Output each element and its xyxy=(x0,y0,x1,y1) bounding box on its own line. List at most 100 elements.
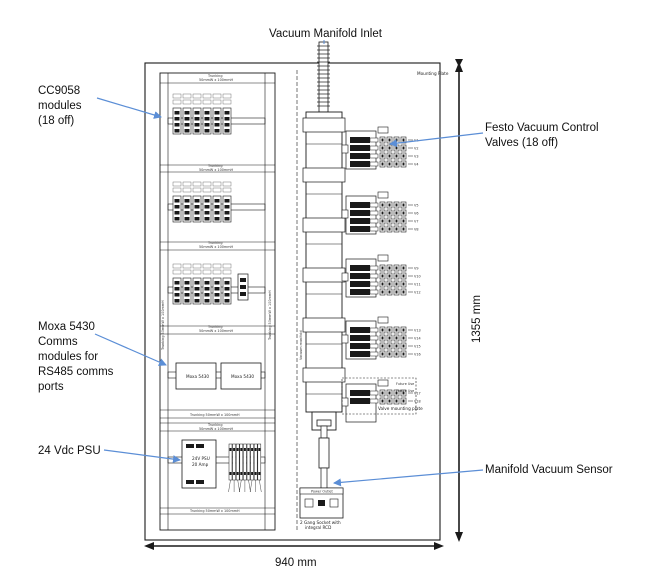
valve-id-label: V8 xyxy=(414,228,418,232)
festo-valve: V5 xyxy=(350,201,418,209)
svg-text:Valve mounting plate: Valve mounting plate xyxy=(378,406,423,411)
moxa-label: Moxa 5430 Comms modules for RS485 comms … xyxy=(38,321,114,393)
svg-text:Trunking: Trunking xyxy=(207,164,222,168)
svg-text:Trunking: Trunking xyxy=(207,241,222,245)
width-dimension-label: 940 mm xyxy=(275,557,317,569)
svg-text:50mmW x 100mmH: 50mmW x 100mmH xyxy=(199,329,234,333)
festo-valve: V17 xyxy=(350,389,421,397)
svg-text:RS485 comms: RS485 comms xyxy=(38,366,114,378)
festo-valve: V9 xyxy=(350,264,418,272)
svg-text:Future Use: Future Use xyxy=(396,382,414,386)
valve-id-label: V13 xyxy=(414,329,421,333)
terminal-block xyxy=(249,443,254,493)
valve-id-label: V12 xyxy=(414,291,421,295)
festo-valve: V16 xyxy=(350,350,421,358)
cc9058-module xyxy=(192,181,202,223)
valve-id-label: V2 xyxy=(414,147,418,151)
svg-text:Trunking 50mmW x 100mmH: Trunking 50mmW x 100mmH xyxy=(268,290,272,341)
terminal-block xyxy=(228,443,233,493)
festo-valve: V7 xyxy=(350,217,418,225)
terminal-block xyxy=(257,443,262,493)
svg-text:Moxa 5430: Moxa 5430 xyxy=(38,321,95,333)
trunking-labels: Trunking 50mmW x 100mmH Trunking 50mmW x… xyxy=(161,74,272,513)
height-dimension-label: 1355 mm xyxy=(471,295,483,343)
cc9058-module xyxy=(182,181,192,223)
svg-text:50mmW x 100mmH: 50mmW x 100mmH xyxy=(199,427,234,431)
festo-valve: V10 xyxy=(350,272,421,280)
valve-id-label: V11 xyxy=(414,283,421,287)
valve-mounting-plate: Valve mounting plate Future Use Future U… xyxy=(341,377,423,415)
cc9058-module xyxy=(192,263,202,305)
svg-text:2 Gang Socket with: 2 Gang Socket with xyxy=(300,520,341,525)
cc9058-module xyxy=(202,263,212,305)
manifold-section xyxy=(302,217,346,233)
manifold-sensor-label: Manifold Vacuum Sensor xyxy=(485,464,613,476)
terminal-blocks xyxy=(228,443,262,493)
manifold-section xyxy=(302,317,346,333)
svg-text:Valves (18 off): Valves (18 off) xyxy=(485,137,558,149)
terminal-block xyxy=(243,443,247,492)
cc9058-module xyxy=(222,93,232,135)
svg-text:Trunking: Trunking xyxy=(207,74,222,78)
valve-id-label: V10 xyxy=(414,275,421,279)
valve-bank: V1V2V3V4 xyxy=(341,126,418,170)
moxa-arrow xyxy=(94,333,167,366)
cc9058-module xyxy=(212,93,222,135)
festo-valve: V13 xyxy=(350,326,421,334)
vacuum-manifold-inlet-label: Vacuum Manifold Inlet xyxy=(269,28,383,40)
festo-valve: V4 xyxy=(350,160,418,168)
terminal-block xyxy=(232,443,236,492)
manifold-section xyxy=(302,367,346,383)
festo-valve: V8 xyxy=(350,225,418,233)
cc9058-label: CC9058 modules (18 off) xyxy=(38,85,82,127)
valve-id-label: V16 xyxy=(414,353,421,357)
festo-valve: V3 xyxy=(350,152,418,160)
festo-arrow xyxy=(389,132,484,148)
svg-text:(18 off): (18 off) xyxy=(38,115,74,127)
festo-valve: V14 xyxy=(350,334,421,342)
valve-id-label: V15 xyxy=(414,345,421,349)
svg-text:Moxa 5430: Moxa 5430 xyxy=(186,374,209,379)
terminal-block xyxy=(239,443,244,493)
manifold-sections xyxy=(302,117,346,395)
svg-text:Trunking 50mmW x 100mmH: Trunking 50mmW x 100mmH xyxy=(189,413,240,417)
cabinet-outline xyxy=(144,62,441,541)
valve-id-label: V9 xyxy=(414,267,418,271)
svg-text:50mmW x 100mmH: 50mmW x 100mmH xyxy=(199,245,234,249)
valve-id-label: V18 xyxy=(414,400,421,404)
festo-valve: V11 xyxy=(350,280,421,288)
svg-text:Moxa 5430: Moxa 5430 xyxy=(231,374,254,379)
svg-text:20 Amp: 20 Amp xyxy=(192,462,209,467)
svg-text:Comms: Comms xyxy=(38,336,78,348)
psu-unit: 24V PSU 20 Amp xyxy=(181,439,217,489)
festo-valve: V15 xyxy=(350,342,421,350)
svg-text:Trunking: Trunking xyxy=(207,423,222,427)
cc9058-module xyxy=(202,181,212,223)
terminal-block xyxy=(246,443,251,493)
moxa-unit-right: Moxa 5430 xyxy=(220,362,262,390)
svg-text:Future Use: Future Use xyxy=(396,389,414,393)
svg-text:Festo Vacuum Control: Festo Vacuum Control xyxy=(485,122,599,134)
svg-text:integral RCD: integral RCD xyxy=(305,525,331,530)
svg-text:CC9058: CC9058 xyxy=(38,85,80,97)
valve-id-label: V6 xyxy=(414,212,418,216)
svg-text:Trunking 50mmW x 100mmH: Trunking 50mmW x 100mmH xyxy=(161,300,165,351)
cc9058-module xyxy=(182,263,192,305)
svg-text:50mmW x 100mmH: 50mmW x 100mmH xyxy=(199,78,234,82)
festo-valve: V12 xyxy=(350,288,421,296)
festo-valve: V18 xyxy=(350,397,421,405)
cc9058-module xyxy=(222,181,232,223)
manifold-section xyxy=(302,117,346,133)
height-dimension xyxy=(455,59,463,542)
vertical-manifold-label: Vacuum manifold xyxy=(299,330,303,360)
svg-text:modules: modules xyxy=(38,100,82,112)
cc9058-module xyxy=(202,93,212,135)
manifold-section xyxy=(302,267,346,283)
width-dimension xyxy=(144,542,444,550)
svg-text:50mmW x 100mmH: 50mmW x 100mmH xyxy=(199,168,234,172)
cc9058-module xyxy=(212,181,222,223)
festo-valve: V2 xyxy=(350,144,418,152)
